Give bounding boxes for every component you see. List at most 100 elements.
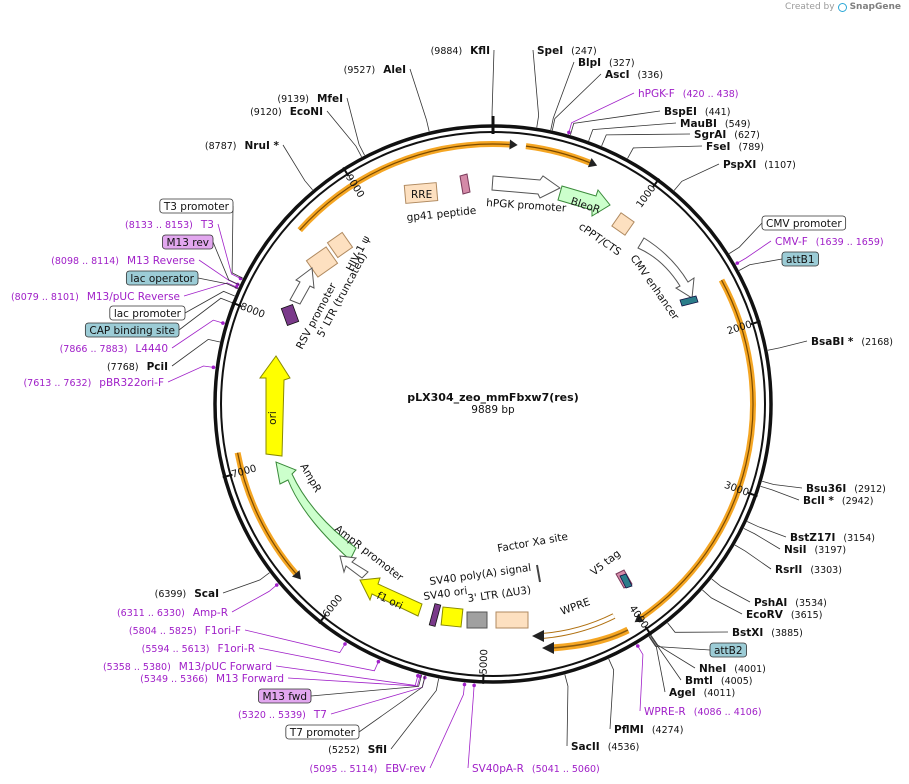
primer-f1ori-r[interactable]: F1ori-R(5594 .. 5613) <box>142 643 255 655</box>
primer-pbr322ori-f[interactable]: pBR322ori-F(7613 .. 7632) <box>23 377 164 389</box>
site-bmti[interactable]: BmtI(4005) <box>685 675 752 687</box>
ring-feature-arc-1[interactable] <box>525 143 591 166</box>
site-blpi[interactable]: BlpI(327) <box>578 57 635 69</box>
feature-box-m13-fwd[interactable]: M13 fwd <box>258 688 312 704</box>
primer-f1ori-f-pos: (5804 .. 5825) <box>129 626 197 637</box>
hiv1-psi-box[interactable] <box>326 231 354 259</box>
primer-m13-puc-forward[interactable]: M13/pUC Forward(5358 .. 5380) <box>103 661 272 673</box>
site-maubi[interactable]: MauBI(549) <box>680 118 750 130</box>
ampr-promoter-arrow[interactable] <box>339 555 369 579</box>
site-bsu36i[interactable]: Bsu36I(2912) <box>806 483 886 495</box>
rsv-promoter-arrow[interactable] <box>289 267 315 305</box>
site-pflmi[interactable]: PflMI(4274) <box>614 724 683 736</box>
primer-amp-r-mark <box>274 583 279 587</box>
ltr3-box[interactable] <box>495 611 529 629</box>
feature-box-lac-operator[interactable]: lac operator <box>125 270 199 286</box>
site-kfli[interactable]: KflI(9884) <box>431 45 490 57</box>
site-sgrai[interactable]: SgrAI(627) <box>694 129 760 141</box>
site-alei[interactable]: AleI(9527) <box>344 64 406 76</box>
site-nhei-leader <box>650 634 696 669</box>
site-rsrii-name: RsrII <box>775 564 802 576</box>
primer-l4440[interactable]: L4440(7866 .. 7883) <box>60 343 168 355</box>
feature-box-m13-fwd-frame <box>258 688 312 704</box>
primer-f1ori-f[interactable]: F1ori-F(5804 .. 5825) <box>129 625 241 637</box>
site-bsabi[interactable]: BsaBI *(2168) <box>811 336 893 348</box>
site-asci[interactable]: AscI(336) <box>605 69 663 81</box>
primer-ebv-rev[interactable]: EBV-rev(5095 .. 5114) <box>310 763 427 775</box>
site-bspei[interactable]: BspEI(441) <box>664 106 730 118</box>
sv40-ori-box[interactable] <box>440 606 464 628</box>
site-bcli-name: BclI * <box>803 495 834 507</box>
site-bsabi-leader <box>767 340 808 351</box>
feature-box-lac-promoter[interactable]: lac promoter <box>109 305 186 321</box>
site-spei[interactable]: SpeI(247) <box>537 45 597 57</box>
tick-8000 <box>231 301 242 308</box>
feature-box-t7-promoter[interactable]: T7 promoter <box>285 724 360 740</box>
primer-m13-forward[interactable]: M13 Forward(5349 .. 5366) <box>140 673 284 685</box>
cmv-enhancer-arrow[interactable] <box>637 237 695 299</box>
tick-3000 <box>747 491 758 498</box>
bleor-arrow[interactable] <box>557 185 611 217</box>
primer-amp-r[interactable]: Amp-R(6311 .. 6330) <box>117 607 228 619</box>
site-sacii[interactable]: SacII(4536) <box>571 741 639 753</box>
primer-hpgk-f-name: hPGK-F <box>638 88 675 100</box>
site-sfii[interactable]: SfiI(5252) <box>328 744 387 756</box>
factor-xa-label: Factor Xa site <box>496 531 568 555</box>
site-alei-pos: (9527) <box>344 65 376 76</box>
gp41-peptide-marker[interactable] <box>459 173 471 195</box>
primer-t3[interactable]: T3(8133 .. 8153) <box>125 219 214 231</box>
primer-cmv-f[interactable]: CMV-F(1639 .. 1659) <box>775 236 884 248</box>
primer-cmv-f-leader <box>735 240 772 265</box>
site-bstz17i[interactable]: BstZ17I(3154) <box>790 532 875 544</box>
primer-f1ori-r-leader <box>258 647 380 672</box>
f1-ori-arrow[interactable] <box>359 577 423 617</box>
site-nhei[interactable]: NheI(4001) <box>699 663 766 675</box>
site-bcli[interactable]: BclI *(2942) <box>803 495 873 507</box>
site-sgrai-pos: (627) <box>734 130 760 141</box>
primer-pbr322ori-f-pos: (7613 .. 7632) <box>23 378 91 389</box>
primer-m13-puc-reverse[interactable]: M13/pUC Reverse(8079 .. 8101) <box>11 291 180 303</box>
site-agei[interactable]: AgeI(4011) <box>669 687 735 699</box>
feature-box-t7-promoter-leader <box>358 675 426 733</box>
cppt-cts-box[interactable] <box>611 212 635 236</box>
feature-box-cmv-promoter-label: CMV promoter <box>766 218 842 230</box>
feature-box-attb2[interactable]: attB2 <box>709 642 747 658</box>
lac-cluster-marker[interactable] <box>280 303 300 327</box>
gp41-label: gp41 peptide <box>406 205 477 224</box>
feature-box-t3-promoter[interactable]: T3 promoter <box>159 198 234 214</box>
primer-sv40pa-r[interactable]: SV40pA-R(5041 .. 5060) <box>472 763 600 775</box>
site-nsii[interactable]: NsiI(3197) <box>784 544 846 556</box>
primer-m13-reverse[interactable]: M13 Reverse(8098 .. 8114) <box>51 255 195 267</box>
feature-box-cap-binding-site[interactable]: CAP binding site <box>84 322 180 338</box>
label-leader-lines <box>167 49 808 769</box>
feature-box-cmv-promoter[interactable]: CMV promoter <box>761 215 847 231</box>
site-bsu36i-leader <box>762 480 803 489</box>
site-pshai[interactable]: PshAI(3534) <box>754 597 827 609</box>
site-pcii[interactable]: PciI(7768) <box>107 361 168 373</box>
ampr-arrow[interactable] <box>275 461 357 561</box>
hpgk-promoter-arrow[interactable] <box>491 175 561 199</box>
primer-wpre-r[interactable]: WPRE-R(4086 .. 4106) <box>644 706 762 718</box>
feature-box-attb1[interactable]: attB1 <box>781 251 819 267</box>
v5-teal-marker[interactable] <box>619 573 633 589</box>
attb1-marker[interactable] <box>679 295 699 307</box>
site-scai[interactable]: ScaI(6399) <box>155 588 219 600</box>
site-nrui[interactable]: NruI *(8787) <box>205 140 280 152</box>
rre-box[interactable] <box>403 182 439 204</box>
feature-box-m13-rev[interactable]: M13 rev <box>162 234 214 250</box>
site-econi[interactable]: EcoNI(9120) <box>250 106 323 118</box>
site-rsrii[interactable]: RsrII(3303) <box>775 564 842 576</box>
site-ecorv[interactable]: EcoRV(3615) <box>746 609 822 621</box>
site-fsei[interactable]: FseI(789) <box>706 141 764 153</box>
site-kfli-name: KflI <box>470 45 490 57</box>
site-pspxi[interactable]: PspXI(1107) <box>723 159 796 171</box>
primer-wpre-r-leader <box>636 644 644 712</box>
sv40-ori-marker[interactable] <box>428 603 442 627</box>
sv40-polya-box[interactable] <box>466 611 488 629</box>
site-mfei[interactable]: MfeI(9139) <box>277 93 343 105</box>
primer-t7[interactable]: T7(5320 .. 5339) <box>238 709 327 721</box>
primer-hpgk-f[interactable]: hPGK-F(420 .. 438) <box>638 88 739 100</box>
factor-xa-marker[interactable] <box>536 564 541 583</box>
site-bstxi[interactable]: BstXI(3885) <box>732 627 803 639</box>
ori-arrow[interactable] <box>259 355 291 457</box>
